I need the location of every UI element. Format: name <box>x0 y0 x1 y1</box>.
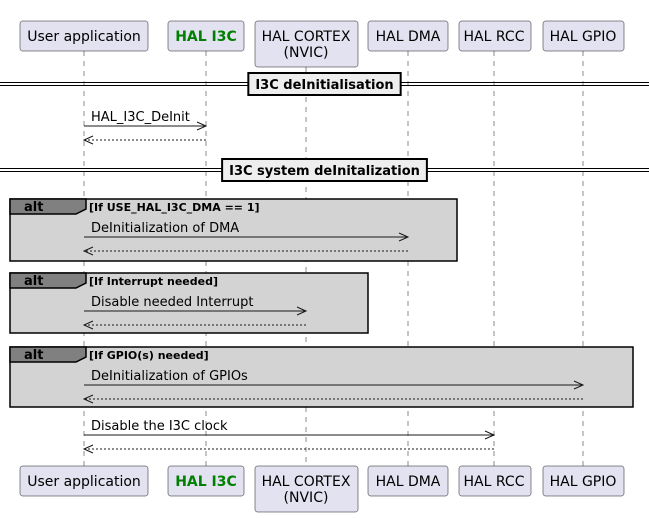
participant-box <box>367 465 449 497</box>
arrowhead-icon <box>573 380 585 390</box>
section-divider: I3C system deInitalization <box>0 158 649 182</box>
alt-tab <box>9 272 87 289</box>
participant-box <box>367 20 449 52</box>
alt-fragment: alt [If Interrupt needed] <box>9 272 369 334</box>
alt-guard: [If GPIO(s) needed] <box>89 349 209 362</box>
alt-frame <box>9 346 634 408</box>
message-label: DeInitialization of DMA <box>91 221 239 236</box>
participant-box <box>254 465 359 513</box>
participant-top-hal_i3c: HAL I3C <box>167 20 245 52</box>
participant-label: User application <box>27 29 141 45</box>
arrowhead-icon <box>82 320 94 330</box>
message: HAL_I3C_DeInit <box>84 110 208 131</box>
participant-box <box>542 20 625 52</box>
participant-box <box>167 20 245 52</box>
arrowhead-icon <box>82 394 94 404</box>
alt-guard: [If Interrupt needed] <box>89 275 218 288</box>
divider-box <box>221 158 428 182</box>
participant-box <box>254 20 359 68</box>
participant-bottom-hal_i3c: HAL I3C <box>167 465 245 497</box>
participant-label: HAL GPIO <box>550 29 617 45</box>
alt-tab <box>9 346 87 363</box>
message: DeInitialization of GPIOs <box>84 369 585 390</box>
alt-fragment: alt [If GPIO(s) needed] <box>9 346 634 408</box>
message-label: HAL_I3C_DeInit <box>91 110 190 125</box>
arrowhead-icon <box>398 232 410 242</box>
return-message <box>82 135 206 145</box>
participant-label: HAL DMA <box>376 29 441 45</box>
arrowhead-icon <box>196 121 208 131</box>
alt-guard: [If USE_HAL_I3C_DMA == 1] <box>89 201 260 214</box>
participant-top-hal_cortex: HAL CORTEX(NVIC) <box>254 20 359 68</box>
participant-label: HAL GPIO <box>550 474 617 490</box>
message: DeInitialization of DMA <box>84 221 410 242</box>
participant-box <box>542 465 625 497</box>
participant-label: HAL RCC <box>464 29 525 45</box>
return-message <box>82 246 408 256</box>
alt-keyword: alt <box>24 274 43 289</box>
message-label: Disable needed Interrupt <box>91 295 253 310</box>
participant-top-hal_dma: HAL DMA <box>367 20 449 52</box>
participant-bottom-hal_gpio: HAL GPIO <box>542 465 625 497</box>
participant-label: HAL RCC <box>464 474 525 490</box>
alt-keyword: alt <box>24 348 43 363</box>
participant-bottom-hal_dma: HAL DMA <box>367 465 449 497</box>
divider-label: I3C system deInitalization <box>229 164 420 179</box>
participant-bottom-hal_cortex: HAL CORTEX(NVIC) <box>254 465 359 513</box>
participant-top-user: User application <box>19 20 149 52</box>
participant-box <box>458 20 532 52</box>
participant-label: HAL I3C <box>175 474 237 490</box>
alt-fragment: alt [If USE_HAL_I3C_DMA == 1] <box>9 198 458 262</box>
arrowhead-icon <box>82 246 94 256</box>
participant-label: (NVIC) <box>284 490 329 506</box>
alt-tab <box>9 198 87 215</box>
participant-label: User application <box>27 474 141 490</box>
alt-keyword: alt <box>24 200 43 215</box>
message: Disable needed Interrupt <box>84 295 308 316</box>
participant-box <box>167 465 245 497</box>
participant-top-hal_gpio: HAL GPIO <box>542 20 625 52</box>
participant-label: HAL DMA <box>376 474 441 490</box>
participant-label: HAL CORTEX <box>262 474 351 490</box>
participant-bottom-hal_rcc: HAL RCC <box>458 465 532 497</box>
participant-box <box>458 465 532 497</box>
return-message <box>82 444 494 454</box>
arrowhead-icon <box>296 306 308 316</box>
participant-label: HAL I3C <box>175 29 237 45</box>
divider-box <box>247 72 402 96</box>
return-message <box>82 394 583 404</box>
participant-bottom-user: User application <box>19 465 149 497</box>
message-label: DeInitialization of GPIOs <box>91 369 248 384</box>
section-divider: I3C deInitialisation <box>0 72 649 96</box>
participant-top-hal_rcc: HAL RCC <box>458 20 532 52</box>
participant-label: (NVIC) <box>284 45 329 61</box>
arrowhead-icon <box>82 135 94 145</box>
divider-label: I3C deInitialisation <box>255 78 393 93</box>
return-message <box>82 320 306 330</box>
arrowhead-icon <box>82 444 94 454</box>
participant-box <box>19 20 149 52</box>
message-label: Disable the I3C clock <box>91 419 228 434</box>
arrowhead-icon <box>484 430 496 440</box>
participant-box <box>19 465 149 497</box>
participant-label: HAL CORTEX <box>262 29 351 45</box>
message: Disable the I3C clock <box>84 419 496 440</box>
